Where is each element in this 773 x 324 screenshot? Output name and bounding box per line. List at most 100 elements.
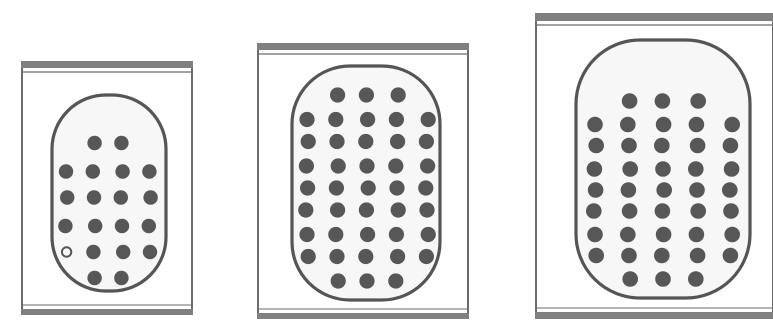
dot (358, 134, 373, 149)
dot (622, 161, 638, 177)
dot (421, 112, 436, 127)
dot (723, 248, 739, 264)
dot (388, 158, 403, 173)
dot (359, 158, 374, 173)
dot (331, 273, 346, 288)
dot (114, 136, 128, 150)
dot (587, 227, 603, 243)
dot (421, 227, 436, 242)
dot (419, 249, 434, 264)
dot (689, 182, 705, 198)
dot (620, 117, 636, 133)
dot (330, 87, 345, 102)
dot (60, 190, 74, 204)
dot (391, 87, 406, 102)
dot (690, 138, 706, 154)
dot (690, 248, 706, 264)
dot (87, 190, 101, 204)
dot (690, 93, 706, 109)
dot (389, 227, 404, 242)
dot (329, 249, 344, 264)
dot (360, 112, 375, 127)
dot (724, 227, 740, 243)
dot (723, 203, 739, 219)
dot (328, 227, 343, 242)
dot (587, 117, 603, 133)
dot (88, 219, 102, 233)
dot (621, 248, 637, 264)
dot (361, 180, 376, 195)
dot (299, 227, 314, 242)
dot (587, 161, 603, 177)
dot (86, 245, 100, 259)
dot (621, 138, 637, 154)
dot (115, 164, 129, 178)
dot (142, 219, 156, 233)
dot (588, 138, 604, 154)
dot (654, 138, 670, 154)
dot (588, 182, 604, 198)
dot (688, 161, 704, 177)
dot (420, 158, 435, 173)
dot (358, 249, 373, 264)
dot (655, 161, 671, 177)
dot (390, 134, 405, 149)
frame-top-band (535, 13, 773, 21)
dot (143, 190, 157, 204)
dot (329, 180, 344, 195)
dot (330, 202, 345, 217)
dot (656, 117, 672, 133)
dot (114, 190, 128, 204)
dot (621, 182, 637, 198)
dot (299, 158, 314, 173)
dot (655, 203, 671, 219)
dot (586, 203, 602, 219)
dot (689, 227, 705, 243)
dot (359, 202, 374, 217)
dot (331, 158, 346, 173)
dot (58, 219, 72, 233)
dot (300, 180, 315, 195)
frame-top-band (257, 43, 469, 50)
dot (654, 248, 670, 264)
frame-bottom-band (21, 309, 193, 315)
dot (143, 245, 157, 259)
dot (622, 93, 638, 109)
dot (359, 273, 374, 288)
dot (724, 117, 740, 133)
frame-top-band (21, 61, 193, 68)
dot (86, 164, 100, 178)
dot (87, 271, 101, 285)
dot (298, 202, 313, 217)
dot (390, 249, 405, 264)
dot (588, 248, 604, 264)
dot (360, 227, 375, 242)
dot (622, 203, 638, 219)
dot (722, 182, 738, 198)
dot (724, 161, 740, 177)
dot (87, 136, 101, 150)
dot (620, 227, 636, 243)
dot (359, 87, 374, 102)
dot (59, 164, 73, 178)
dot (389, 112, 404, 127)
dot (723, 138, 739, 154)
dot (419, 134, 434, 149)
dot (142, 164, 156, 178)
dot (328, 112, 343, 127)
dot (301, 134, 316, 149)
frame-bottom-band (257, 313, 469, 319)
dot (688, 271, 704, 287)
dot (115, 219, 129, 233)
dot (389, 180, 404, 195)
dot (299, 112, 314, 127)
dot (329, 134, 344, 149)
dot (689, 117, 705, 133)
dot (301, 249, 316, 264)
dot (114, 271, 128, 285)
frame-bottom-band (535, 312, 773, 319)
dot (419, 202, 434, 217)
dot (391, 202, 406, 217)
panel-large (535, 13, 773, 319)
